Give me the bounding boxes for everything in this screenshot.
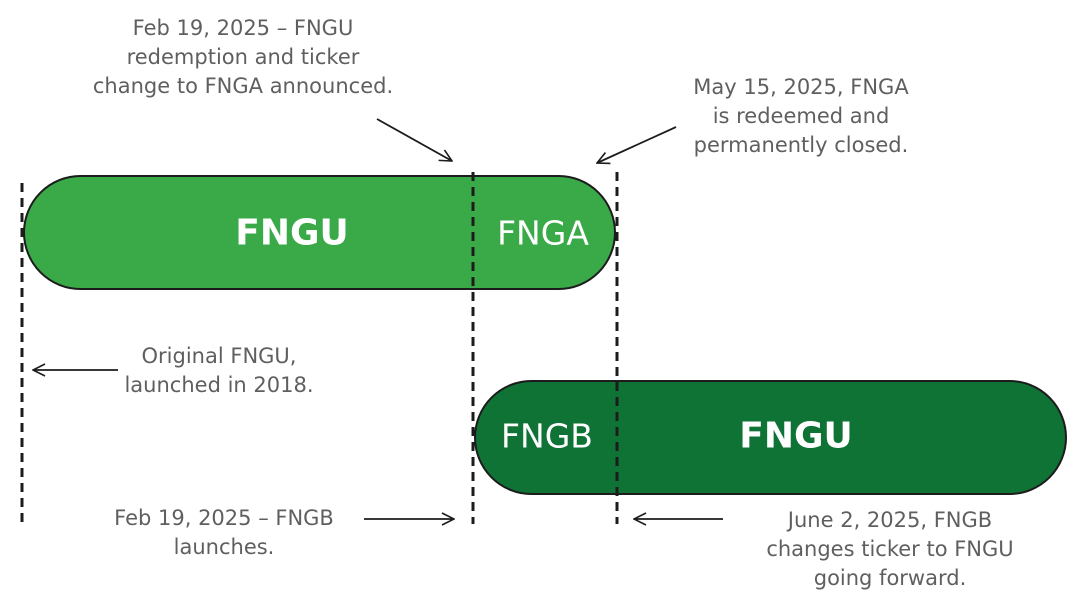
fngu-redemption-annotation: Feb 19, 2025 – FNGU redemption and ticke… [92, 16, 394, 98]
old-fund-fngu-label: FNGU [235, 213, 349, 254]
fnga-closed-arrow [597, 126, 677, 163]
new-fund-fngb-label: FNGB [501, 417, 593, 456]
fngb-ticker-change-annotation: June 2, 2025, FNGB changes ticker to FNG… [766, 508, 1014, 590]
old-fund-fnga-label: FNGA [497, 214, 589, 253]
new-fund-bar [474, 380, 1067, 495]
old-fund-bar [23, 175, 616, 290]
new-fund-fngu-label: FNGU [739, 416, 853, 457]
fngb-launch-annotation: Feb 19, 2025 – FNGB launches. [114, 506, 334, 559]
fngu-redemption-arrow [376, 118, 452, 161]
original-fngu-annotation: Original FNGU, launched in 2018. [124, 344, 314, 397]
fnga-closed-annotation: May 15, 2025, FNGA is redeemed and perma… [693, 75, 909, 157]
